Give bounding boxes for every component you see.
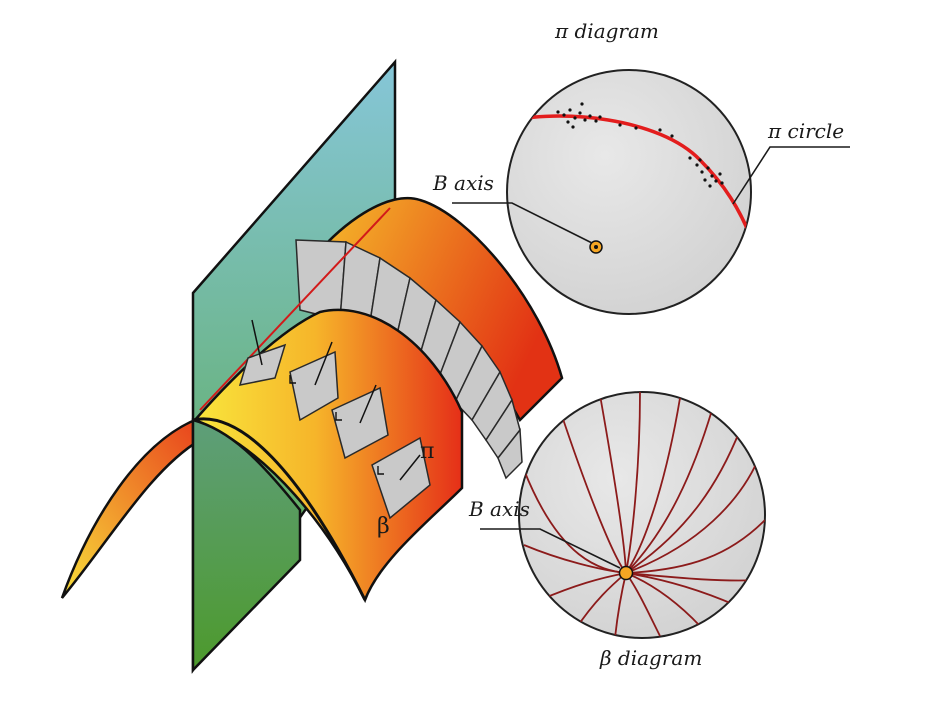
- pi-marker: π: [420, 439, 434, 464]
- b-axis-label-top: B axis: [432, 171, 494, 195]
- fold-left-limb: [60, 416, 202, 599]
- fold-block: π β: [60, 58, 564, 674]
- beta-stereonet: B axis β diagram: [468, 391, 766, 670]
- beta-diagram-label: β diagram: [599, 646, 702, 670]
- fold-profile-line: [192, 417, 367, 601]
- beta-net-circle: [518, 391, 766, 639]
- pole-points: [556, 102, 724, 188]
- pi-net-circle: [506, 69, 752, 315]
- pole-tiles: [238, 319, 431, 520]
- pi-circle-label: π circle: [767, 119, 844, 143]
- fold-front-surface: [192, 308, 464, 604]
- b-axis-label-bottom: B axis: [468, 497, 530, 521]
- b-axis-leader-bottom: [480, 528, 621, 569]
- pi-stereonet: π diagram B axis π circle: [432, 19, 850, 315]
- pi-diagram-label: π diagram: [554, 19, 659, 43]
- pi-circle-leader: [732, 146, 850, 205]
- b-axis-leader-top: [452, 202, 593, 244]
- orange-dot-icon: [618, 565, 634, 581]
- hinge-line: [199, 207, 391, 411]
- axial-plane-lower: [191, 418, 302, 674]
- beta-marker: β: [377, 514, 390, 539]
- pi-circle-arc: [507, 114, 751, 241]
